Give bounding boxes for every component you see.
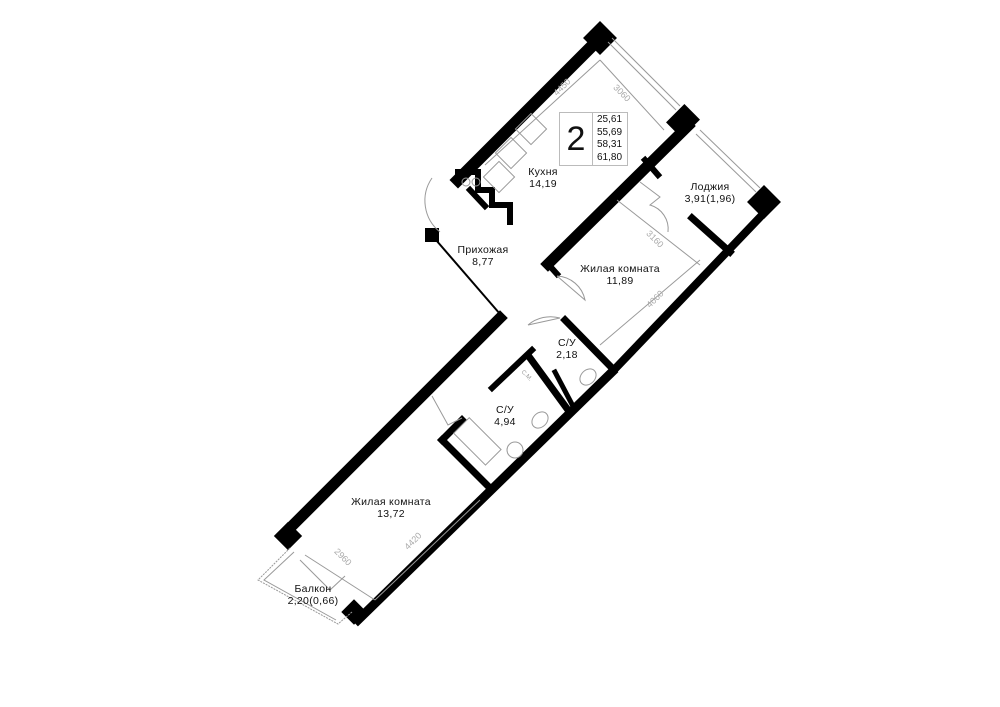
wall (640, 155, 663, 180)
column (747, 185, 781, 219)
wall (551, 368, 579, 414)
area-value: 61,80 (597, 151, 623, 163)
wall (437, 435, 497, 495)
column (341, 599, 367, 625)
wall (455, 169, 513, 225)
apartment-summary: 2 25,61 55,69 58,31 61,80 (559, 112, 628, 166)
wall (465, 185, 490, 211)
area-value: 55,69 (597, 126, 623, 138)
wall (525, 353, 573, 415)
area-value: 58,31 (597, 139, 623, 150)
rooms-count: 2 (560, 113, 593, 165)
wall (540, 118, 696, 272)
column (666, 104, 700, 138)
area-value: 25,61 (597, 114, 623, 125)
wall (543, 259, 562, 279)
wall (560, 315, 617, 373)
wall (437, 415, 467, 445)
wall (276, 310, 508, 542)
wall (351, 365, 619, 627)
wall (487, 345, 537, 393)
wall (449, 31, 607, 189)
column (425, 228, 439, 242)
wall (606, 206, 771, 378)
wall (687, 213, 735, 257)
column (273, 521, 303, 551)
